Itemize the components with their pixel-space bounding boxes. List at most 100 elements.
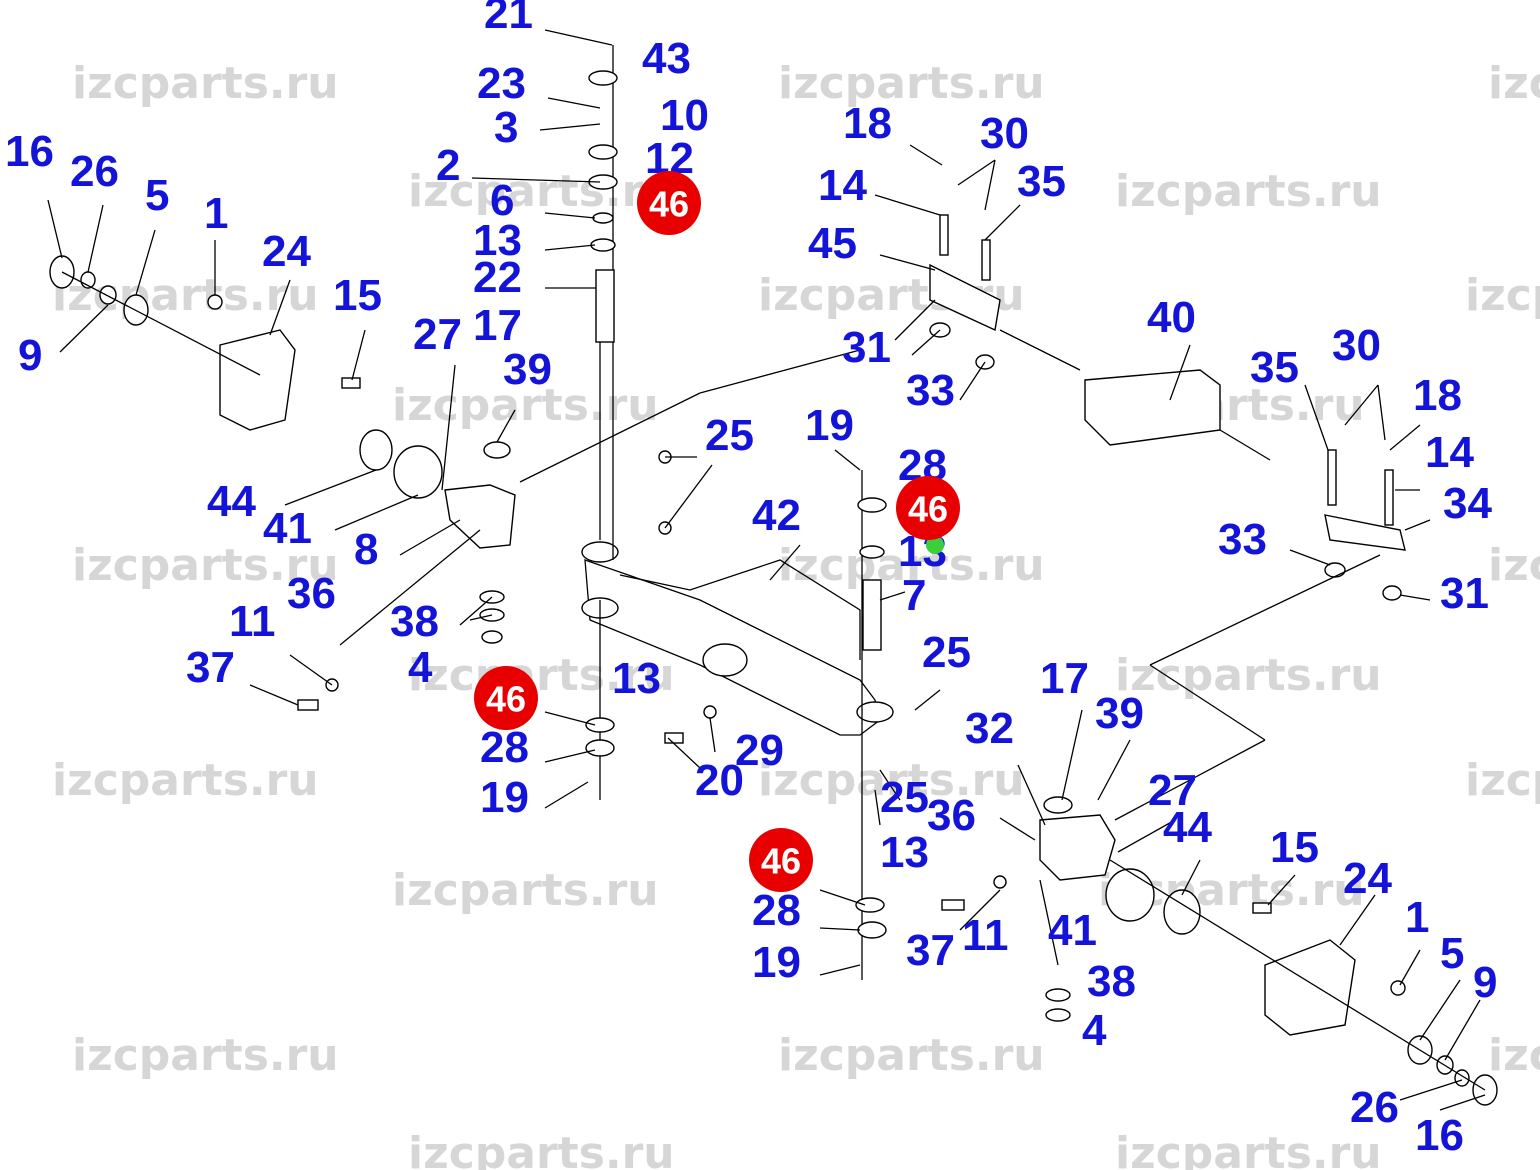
leader-lines [47,29,1486,1111]
part-label: 13 [880,828,929,877]
part-label: 24 [262,227,311,276]
part-label: 21 [484,0,533,38]
callout-badges: 46 46 46 46 [474,171,960,892]
steering-cylinder [1084,369,1221,446]
part-label: 34 [1443,479,1492,528]
part-label: 28 [480,723,529,772]
part-label: 43 [642,34,691,83]
knuckle [444,484,516,549]
hub-axis [1109,859,1486,1091]
cap [857,497,887,513]
cap [857,921,887,939]
washer [859,545,885,559]
part-label: 30 [980,109,1029,158]
part-label: 25 [922,628,971,677]
part-label: 35 [1017,157,1066,206]
part-label: 1 [1405,893,1429,942]
part-label: 29 [735,726,784,775]
part-label: 38 [1087,957,1136,1006]
part-label: 11 [229,597,276,646]
part-label: 26 [1350,1083,1399,1132]
part-label: 13 [473,216,522,265]
part-label: 40 [1147,293,1196,342]
part-label: 30 [1332,321,1381,370]
tie-line [519,392,701,483]
drawing-layer [47,29,1498,1111]
part-label: 9 [18,331,42,380]
part-label: 17 [473,301,522,350]
svg-text:46: 46 [761,841,801,882]
part-label: 4 [1082,1006,1107,1055]
part-label: 15 [333,271,382,320]
watermark: izcparts.ru [408,650,675,701]
tie-line [1114,739,1266,821]
callout-badge: 46 [474,666,538,730]
washer [585,717,615,733]
part-label: 14 [1425,428,1474,477]
part-label: 7 [902,571,926,620]
tie-line [699,349,861,394]
part-label: 44 [1163,803,1212,852]
part-label: 15 [1270,823,1319,872]
part-label: 44 [207,477,256,526]
part-label: 45 [808,219,857,268]
bolt [207,294,223,310]
seal [1163,889,1201,935]
part-label: 23 [477,59,526,108]
axle-beam [584,559,881,736]
steering-arm [929,263,1001,332]
bolt [1252,902,1272,914]
nut [703,705,717,719]
watermark: izcparts.ru [1465,755,1540,806]
part-label: 37 [186,643,235,692]
watermark: izcparts.ru [72,58,339,109]
cylinder-rod [999,329,1081,371]
bolt [664,732,684,744]
pin [1384,469,1394,526]
watermark: izcparts.ru [778,1030,1045,1081]
axle-boss [702,643,748,677]
part-label: 28 [752,886,801,935]
part-label: 35 [1250,343,1299,392]
pivot-bushing [581,541,619,563]
kingpin [862,579,882,651]
watermark: izcparts.ru [1115,1128,1382,1170]
svg-text:46: 46 [486,679,526,720]
watermark: izcparts.ru [778,540,1045,591]
gasket [393,445,443,499]
watermark: izcparts.ru [1115,166,1382,217]
part-label: 38 [390,597,439,646]
watermark: izcparts.ru [52,755,319,806]
callout-badge: 46 [749,828,813,892]
part-label: 17 [1040,654,1089,703]
part-label: 4 [408,643,433,692]
tie-line [1149,554,1381,666]
part-label: 31 [842,323,891,372]
bushing [483,441,511,459]
watermark: izcparts.ru [778,58,1045,109]
part-label: 8 [354,525,378,574]
part-label: 16 [1415,1111,1464,1160]
part-label: 11 [962,911,1009,960]
part-label: 41 [263,504,312,553]
seal [359,429,393,471]
watermark: izcparts.ru [1488,1030,1540,1081]
part-label: 41 [1048,906,1097,955]
watermark: izcparts.ru [72,540,339,591]
watermark: izcparts.ru [392,380,659,431]
knuckle [1039,814,1116,881]
cap [588,70,618,86]
part-label: 18 [843,99,892,148]
watermark: izcparts.ru [52,270,319,321]
bolt [941,899,965,911]
part-label: 22 [473,253,522,302]
shim [1045,1008,1071,1022]
part-label: 33 [906,366,955,415]
watermark: izcparts.ru [1488,540,1540,591]
part-label: 27 [1148,766,1197,815]
part-label: 26 [70,147,119,196]
part-label: 20 [695,756,744,805]
part-label: 9 [1473,958,1497,1007]
part-label: 1 [204,189,228,238]
part-label: 37 [906,926,955,975]
